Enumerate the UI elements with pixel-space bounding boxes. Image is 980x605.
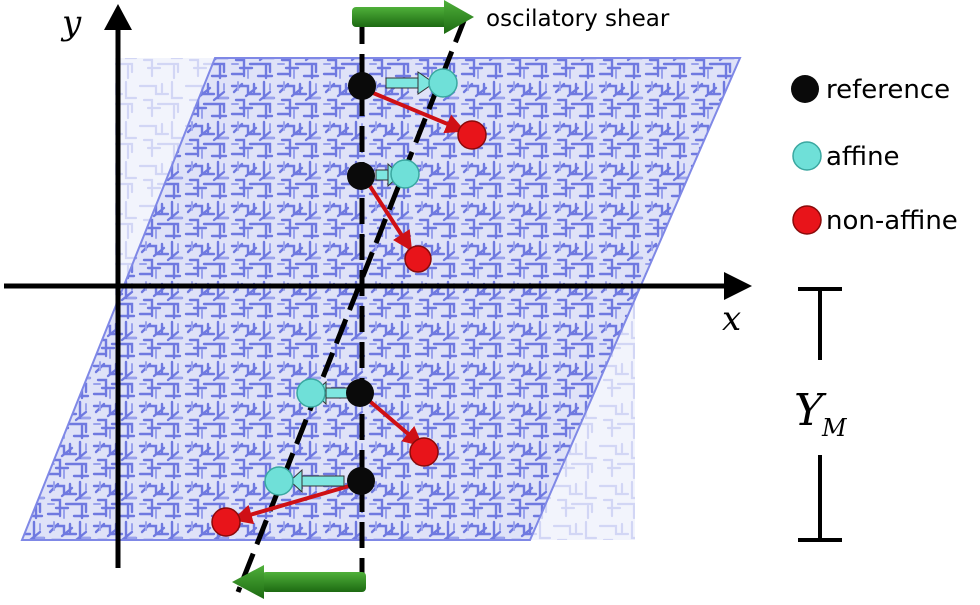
shear-arrow-right <box>352 0 474 34</box>
legend-affine-label: affine <box>826 142 900 172</box>
non-affine-particle <box>211 507 241 537</box>
affine-particle <box>264 466 294 496</box>
particle-group-2 <box>347 159 432 273</box>
shear-arrow-left <box>232 565 366 599</box>
particle-group-3 <box>296 378 439 467</box>
reference-particle <box>347 162 375 190</box>
non-affine-displacement-arrow <box>364 178 413 252</box>
legend-non-affine-label: non-affine <box>826 206 958 236</box>
scale-bar: Y M <box>794 287 848 542</box>
non-affine-displacement-arrow <box>232 482 357 525</box>
reference-particle <box>348 72 376 100</box>
sheared-dashed-line <box>235 17 468 593</box>
scale-bar-label-subscript: M <box>821 414 848 442</box>
non-affine-displacement-arrow <box>364 396 424 447</box>
non-affine-particle <box>409 437 439 467</box>
legend-affine-marker <box>792 141 822 171</box>
legend-non-affine-marker <box>792 205 822 235</box>
sheared-network <box>20 57 742 541</box>
scale-bar-label: Y <box>794 385 827 436</box>
affine-displacement-arrow <box>385 77 421 89</box>
affine-displacement-arrow <box>299 475 345 487</box>
reference-particle <box>347 467 375 495</box>
reference-particle <box>346 379 374 407</box>
legend-reference-marker <box>791 75 819 103</box>
non-affine-particle <box>457 120 487 150</box>
affine-particle <box>428 68 458 98</box>
y-axis-arrowhead <box>104 4 132 30</box>
particle-group-1 <box>348 68 487 150</box>
affine-particle <box>296 378 326 408</box>
x-axis-label: x <box>722 299 741 339</box>
affine-particle <box>390 159 420 189</box>
particle-group-4 <box>211 466 375 537</box>
y-axis-label: y <box>60 3 82 43</box>
shear-label: oscilatory shear <box>486 6 670 32</box>
x-axis-arrowhead <box>724 272 752 300</box>
legend: reference affine non-affine <box>791 75 958 236</box>
non-affine-displacement-arrow <box>365 88 466 134</box>
non-affine-particle <box>404 245 432 273</box>
legend-reference-label: reference <box>826 75 950 105</box>
